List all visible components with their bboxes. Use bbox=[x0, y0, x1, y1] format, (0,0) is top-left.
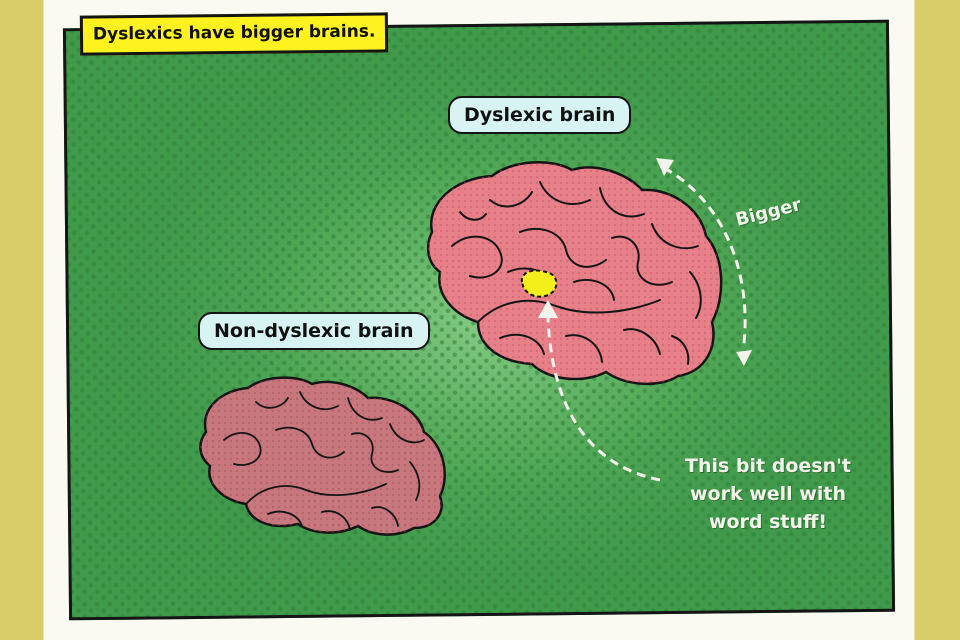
dyslexic-brain-label: Dyslexic brain bbox=[448, 96, 632, 134]
region-annotation-line-1: This bit doesn't bbox=[684, 455, 851, 477]
region-annotation-line-2: work well with bbox=[690, 483, 846, 505]
non-dyslexic-brain-label: Non-dyslexic brain bbox=[198, 312, 430, 350]
curved-arrow-icon bbox=[538, 300, 661, 482]
large-brain-icon bbox=[426, 161, 723, 386]
small-brain-icon bbox=[199, 376, 446, 536]
region-annotation-line-3: word stuff! bbox=[708, 511, 828, 533]
double-curved-arrow-icon bbox=[656, 158, 752, 366]
region-annotation: This bit doesn't work well with word stu… bbox=[668, 452, 868, 536]
caption-box: Dyslexics have bigger brains. bbox=[79, 12, 389, 56]
